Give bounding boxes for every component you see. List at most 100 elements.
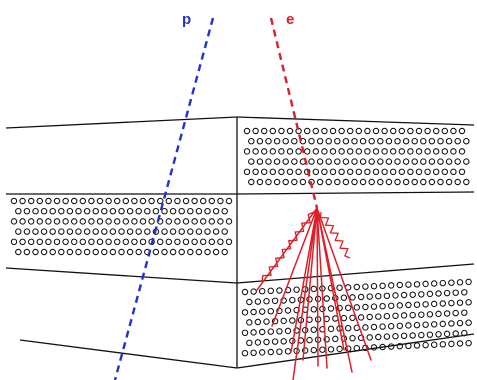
mid-lower-right-edge [236, 263, 475, 284]
fiber-circle [340, 294, 348, 301]
fiber-circle [389, 168, 397, 176]
fiber-layer-left-middle [10, 197, 233, 256]
fiber-circle [152, 207, 160, 215]
fiber-circle [45, 238, 52, 246]
fiber-circle [241, 349, 249, 357]
fiber-circle [389, 148, 397, 155]
fiber-circle [334, 178, 341, 186]
fiber-circle [437, 178, 444, 186]
fiber-circle [398, 168, 406, 176]
fiber-circle [58, 207, 65, 215]
fiber-circle [284, 327, 292, 335]
fiber-circle [435, 290, 442, 297]
fiber-circle [329, 148, 337, 155]
fiber-circle [282, 158, 289, 165]
fiber-circle [109, 228, 117, 235]
fiber-circle [291, 137, 298, 145]
fiber-circle [96, 218, 104, 225]
fiber-circle [169, 228, 177, 235]
shower-line [292, 207, 318, 380]
detector-outline [5, 116, 475, 369]
fiber-circle [383, 292, 391, 300]
fiber-circle [448, 320, 455, 327]
fiber-circle [40, 228, 48, 235]
fiber-circle [325, 178, 332, 186]
photon-wave [320, 211, 351, 259]
fiber-circle [351, 137, 358, 145]
fiber-circle [415, 148, 423, 155]
fiber-circle [411, 178, 418, 186]
fiber-circle [409, 291, 416, 298]
fiber-circle [321, 127, 328, 135]
fiber-circle [316, 178, 324, 186]
fiber-circle [280, 338, 287, 345]
fiber-circle [225, 238, 233, 246]
fiber-circle [174, 197, 181, 205]
fiber-circle [66, 248, 74, 256]
fiber-circle [53, 197, 61, 205]
fiber-circle [430, 300, 438, 308]
fiber-circle [113, 218, 121, 225]
fiber-circle [250, 308, 257, 316]
fiber-circle [443, 330, 451, 338]
fiber-circle [377, 178, 384, 186]
fiber-circle [88, 238, 95, 246]
fiber-circle [62, 238, 69, 246]
fiber-circle [448, 279, 455, 286]
fiber-circle [15, 207, 22, 215]
fiber-circle [312, 127, 320, 135]
fiber-circle [199, 238, 207, 246]
fiber-circle [79, 218, 87, 225]
shower-line [271, 207, 318, 327]
fiber-circle [10, 238, 18, 246]
fiber-circle [465, 278, 472, 286]
fiber-circle [208, 197, 216, 205]
fiber-circle [402, 178, 410, 186]
fiber-circle [355, 148, 363, 155]
fiber-circle [458, 168, 466, 176]
shower-line [316, 207, 372, 361]
fiber-circle [323, 295, 330, 302]
fiber-circle [387, 282, 395, 289]
fiber-circle [178, 207, 185, 215]
fiber-circle [199, 197, 207, 205]
fiber-circle [32, 207, 39, 215]
fiber-circle [439, 279, 447, 287]
fiber-circle [260, 127, 268, 135]
fiber-circle [241, 309, 249, 316]
fiber-circle [195, 248, 203, 256]
fiber-circle [23, 207, 31, 215]
fiber-circle [413, 281, 421, 288]
fiber-circle [456, 279, 464, 286]
fiber-circle [465, 339, 472, 347]
fiber-circle [267, 348, 275, 356]
fiber-circle [105, 218, 112, 225]
fiber-circle [32, 248, 39, 256]
fiber-circle [381, 127, 388, 135]
fiber-circle [445, 158, 453, 165]
fiber-circle [118, 228, 125, 235]
fiber-circle [256, 137, 264, 145]
fiber-circle [269, 127, 277, 135]
fiber-circle [327, 325, 335, 333]
fiber-circle [156, 238, 164, 246]
fiber-circle [276, 328, 283, 335]
fiber-layer-right-bottom [241, 278, 472, 357]
fiber-circle [212, 207, 220, 215]
fiber-circle [19, 218, 26, 225]
fiber-circle [461, 309, 468, 316]
fiber-circle [323, 336, 330, 343]
fiber-circle [260, 148, 268, 155]
fiber-circle [291, 178, 298, 186]
fiber-circle [269, 148, 277, 155]
fiber-circle [58, 248, 65, 256]
fiber-circle [389, 127, 397, 135]
fiber-circle [252, 168, 259, 176]
fiber-circle [319, 346, 326, 353]
fiber-circle [252, 127, 259, 135]
fiber-circle [458, 127, 466, 135]
fiber-circle [426, 311, 434, 318]
fiber-circle [169, 248, 177, 256]
fiber-circle [15, 228, 22, 235]
